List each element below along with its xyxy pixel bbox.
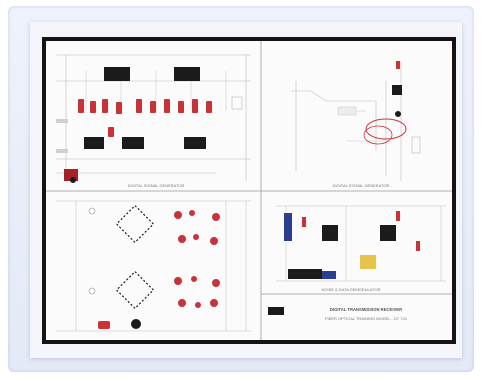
top-right-label: DIGITAL SIGNAL GENERATOR [333,183,390,188]
title-line-2: FIBER OPTICAL TRAINING MODEL - DT 724 [325,316,408,321]
circuit-diagram: DIGITAL SIGNAL GENERATOR DIGITAL SIGNAL … [46,41,452,340]
top-right-circuit: DIGITAL SIGNAL GENERATOR [291,61,421,188]
top-left-circuit: DIGITAL SIGNAL GENERATOR [56,54,251,188]
title-line-1: DIGITAL TRANSMISSION RECEIVER [330,307,402,312]
bottom-left-circuit [56,200,251,332]
circuit-board-image[interactable]: DIGITAL SIGNAL GENERATOR DIGITAL SIGNAL … [42,37,456,344]
top-left-label: DIGITAL SIGNAL GENERATOR [128,183,185,188]
bottom-right-label: NOISE & DATA DEMODULATOR [321,287,380,292]
logo-mark [268,307,284,315]
bottom-right-circuit: NOISE & DATA DEMODULATOR DIGITAL TRANSMI… [268,205,446,321]
